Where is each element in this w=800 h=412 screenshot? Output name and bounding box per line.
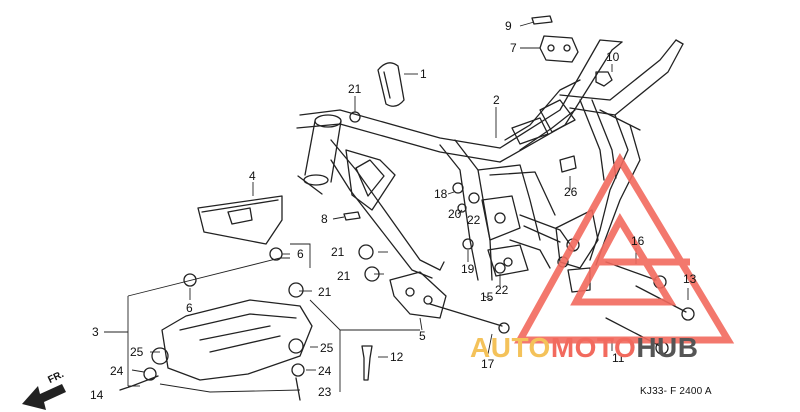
callout-14: 14: [90, 388, 104, 402]
callout-2: 2: [493, 93, 500, 107]
callout-21d: 21: [318, 285, 332, 299]
bolt-part-10: [595, 71, 613, 87]
sticker-part-26: [559, 155, 577, 173]
front-direction-arrow: [22, 384, 66, 410]
callout-24b: 24: [318, 364, 332, 378]
diagram-code: KJ33- F 2400 A: [640, 386, 712, 397]
watermark-text: AUTOMOTOHUB: [470, 332, 698, 364]
watermark-text-3: HUB: [636, 332, 699, 363]
callout-22a: 22: [467, 213, 481, 227]
callout-16: 16: [631, 234, 645, 248]
top-tube: [296, 39, 623, 163]
callout-6b: 6: [186, 301, 193, 315]
callout-25a: 25: [130, 345, 144, 359]
callout-21a: 21: [348, 82, 362, 96]
callout-7: 7: [510, 41, 517, 55]
bolt-part-23: [295, 377, 301, 401]
bracket-part-5: [389, 271, 447, 319]
callout-23: 23: [318, 385, 332, 399]
callout-15: 15: [480, 290, 494, 304]
callout-5: 5: [419, 329, 426, 343]
bolt-part-17: [429, 303, 503, 327]
clip-part-1: [377, 62, 405, 107]
leader-lines: [104, 21, 689, 393]
callout-18: 18: [434, 187, 448, 201]
callout-19: 19: [461, 262, 475, 276]
callout-4: 4: [249, 169, 256, 183]
rear-frame: [511, 39, 684, 293]
head-pipe: [297, 114, 342, 195]
callout-21b: 21: [331, 245, 345, 259]
tool-tray-part-4: [197, 195, 283, 245]
callout-25b: 25: [320, 341, 334, 355]
engine-hangers: [509, 214, 575, 269]
watermark-logo: [514, 153, 735, 344]
callout-8: 8: [321, 212, 328, 226]
callout-21c: 21: [337, 269, 351, 283]
callout-13: 13: [683, 272, 697, 286]
bolt-part-12: [361, 345, 373, 381]
callout-12: 12: [390, 350, 404, 364]
watermark-text-1: AUTO: [470, 332, 551, 363]
down-tube: [330, 139, 445, 279]
rubber-mount-part-7: [539, 35, 579, 63]
callout-20: 20: [448, 207, 462, 221]
callout-11: 11: [612, 351, 625, 365]
callout-9: 9: [505, 19, 512, 33]
callout-22b: 22: [495, 283, 509, 297]
callout-1: 1: [420, 67, 427, 81]
label-part-8: [343, 211, 361, 221]
callout-17: 17: [481, 357, 495, 371]
label-part-9: [531, 15, 553, 25]
callout-26: 26: [564, 185, 578, 199]
skid-plate: [161, 299, 313, 381]
watermark-text-2: MOTO: [550, 332, 637, 363]
bolt-part-14: [119, 375, 159, 391]
callout-10: 10: [606, 50, 620, 64]
callout-3: 3: [92, 325, 99, 339]
callout-6a: 6: [297, 247, 304, 261]
callout-24a: 24: [110, 364, 124, 378]
